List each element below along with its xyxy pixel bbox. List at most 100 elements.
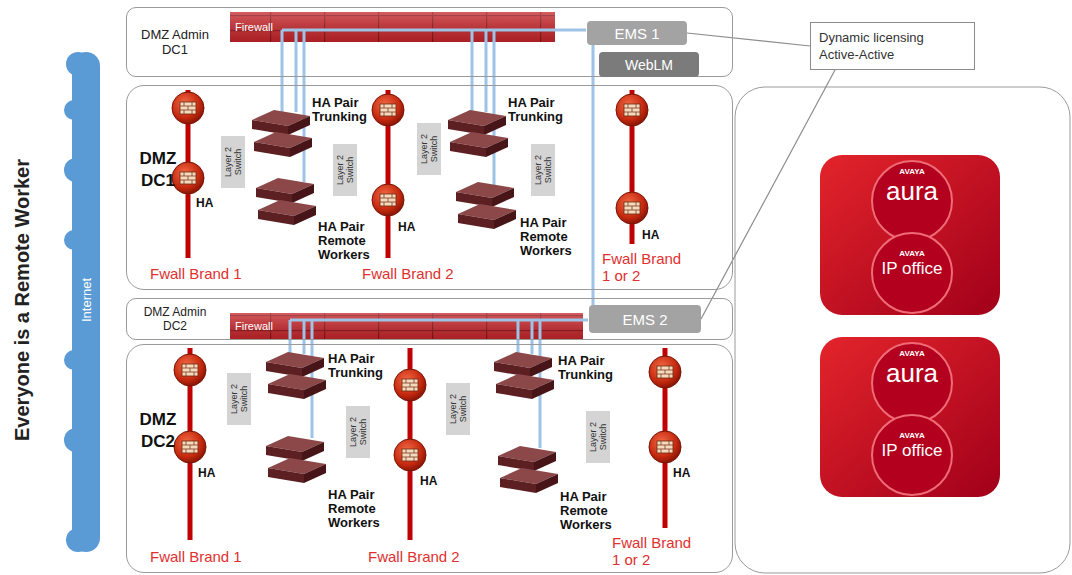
cloud-body: [72, 52, 100, 552]
box-label: DMZ Admin DC2: [133, 305, 217, 333]
uplink: [295, 30, 298, 112]
device-label: HA Pair Trunking: [508, 96, 570, 124]
cloud-puff: [64, 350, 84, 370]
uplink: [531, 320, 534, 354]
box-label: Firewall: [235, 320, 273, 332]
box-label: AVAYA: [832, 349, 992, 359]
box-label: AVAYA: [832, 431, 992, 441]
box-label: EMS 1: [614, 25, 659, 42]
box-label: Layer 2 Switch: [223, 137, 243, 187]
box-label: aura: [832, 359, 992, 387]
firewall-icon: [649, 431, 681, 463]
sbc-router: [252, 110, 310, 135]
device-label: HA Pair Trunking: [312, 96, 374, 124]
box-label: Firewall: [235, 21, 273, 33]
firewall-icon: [174, 354, 206, 386]
box-label: DMZ DC1: [129, 148, 187, 192]
ha-label: HA: [420, 474, 437, 488]
sbc-router: [448, 110, 506, 135]
box-label: Layer 2 Switch: [448, 384, 468, 434]
sbc-router: [256, 178, 314, 203]
server-box: EMS 2: [589, 305, 701, 333]
callout-box: Dynamic licensing Active-Active: [810, 22, 975, 70]
layer2-switch-box: Layer 2 Switch: [346, 406, 370, 458]
box-label: aura: [832, 177, 992, 205]
ha-label: HA: [398, 220, 415, 234]
ha-label: HA: [198, 466, 215, 480]
cloud-label: Internet: [79, 278, 94, 322]
uplink-group: [282, 30, 588, 448]
box-label: Layer 2 Switch: [348, 407, 368, 457]
firewall-icon: [394, 439, 426, 471]
firewall-bar: Firewall: [231, 13, 556, 43]
box-label: EMS 2: [622, 311, 667, 328]
box-label: DMZ DC2: [129, 409, 187, 453]
sbc-router: [458, 204, 516, 229]
box-label: Layer 2 Switch: [229, 374, 249, 424]
firewall-icon: [394, 369, 426, 401]
product-panel: [735, 87, 1070, 573]
firewall-bar-shade: [230, 12, 555, 42]
firewall-bar-shade: [230, 313, 583, 339]
device-label: HA Pair Remote Workers: [560, 490, 622, 532]
connector-line: [592, 45, 595, 305]
cloud-puff: [64, 428, 88, 452]
box-label: Layer 2 Switch: [419, 124, 439, 174]
firewall-bar-art: [230, 313, 583, 339]
device-label: HA Pair Trunking: [558, 354, 620, 382]
sbc-router: [498, 446, 556, 471]
sbc-router: [266, 352, 324, 377]
layer2-switch-box: Layer 2 Switch: [221, 136, 245, 188]
box-label: DMZ Admin DC1: [133, 27, 217, 57]
side-heading: Everyone is a Remote Worker: [11, 159, 34, 441]
ha-label: HA: [642, 228, 659, 242]
layer2-switch-box: Layer 2 Switch: [586, 411, 610, 463]
box-label: Layer 2 Switch: [335, 145, 355, 195]
uplink: [517, 320, 520, 354]
sbc-router: [254, 132, 312, 157]
tile-body: [820, 337, 1000, 497]
firewall-brand-label: Fwall Brand 1 or 2: [602, 250, 688, 284]
server-box: EMS 1: [587, 21, 687, 45]
sbc-router: [456, 182, 514, 207]
firewall-icon: [372, 94, 404, 126]
box-label: AVAYA: [832, 167, 992, 177]
sbc-router: [450, 132, 508, 157]
firewall-icon: [172, 162, 204, 194]
device-label: HA Pair Remote Workers: [318, 220, 380, 262]
layer2-switch-box: Layer 2 Switch: [333, 144, 357, 196]
uplink: [290, 319, 588, 322]
internet-cloud: [64, 52, 100, 552]
uplink: [281, 30, 284, 112]
firewall-bar-art: [230, 12, 555, 42]
connector-line: [701, 70, 835, 319]
sbc-router: [258, 200, 316, 225]
connector-line: [687, 33, 810, 46]
product-tile: AVAYAauraAVAYAIP office: [820, 155, 1000, 315]
sbc-router: [266, 436, 324, 461]
box-label: AVAYA: [832, 249, 992, 259]
uplink: [303, 30, 306, 182]
firewall-icon: [172, 92, 204, 124]
sbc-router: [268, 458, 326, 483]
uplink: [485, 30, 488, 112]
sbc-router: [500, 468, 558, 493]
admin-zone-box: DMZ Admin DC1 Firewall EMS 1 WebLM: [126, 7, 733, 77]
layer2-switch-box: Layer 2 Switch: [531, 144, 555, 196]
firewall-brand-label: Fwall Brand 1 or 2: [612, 534, 698, 568]
layer2-switch-box: Layer 2 Switch: [417, 123, 441, 175]
firewall-icon: [616, 192, 648, 224]
box-label: IP office: [832, 259, 992, 278]
uplink: [493, 30, 496, 186]
uplink: [282, 29, 586, 32]
firewall-icon: [649, 356, 681, 388]
firewall-brand-label: Fwall Brand 2: [362, 265, 454, 282]
cloud-puff: [64, 158, 88, 182]
layer2-switch-box: Layer 2 Switch: [227, 373, 251, 425]
device-label: HA Pair Remote Workers: [520, 216, 582, 258]
server-box: WebLM: [599, 52, 699, 77]
firewall-icon: [174, 431, 206, 463]
device-label: HA Pair Remote Workers: [328, 488, 390, 530]
uplink: [289, 320, 292, 354]
